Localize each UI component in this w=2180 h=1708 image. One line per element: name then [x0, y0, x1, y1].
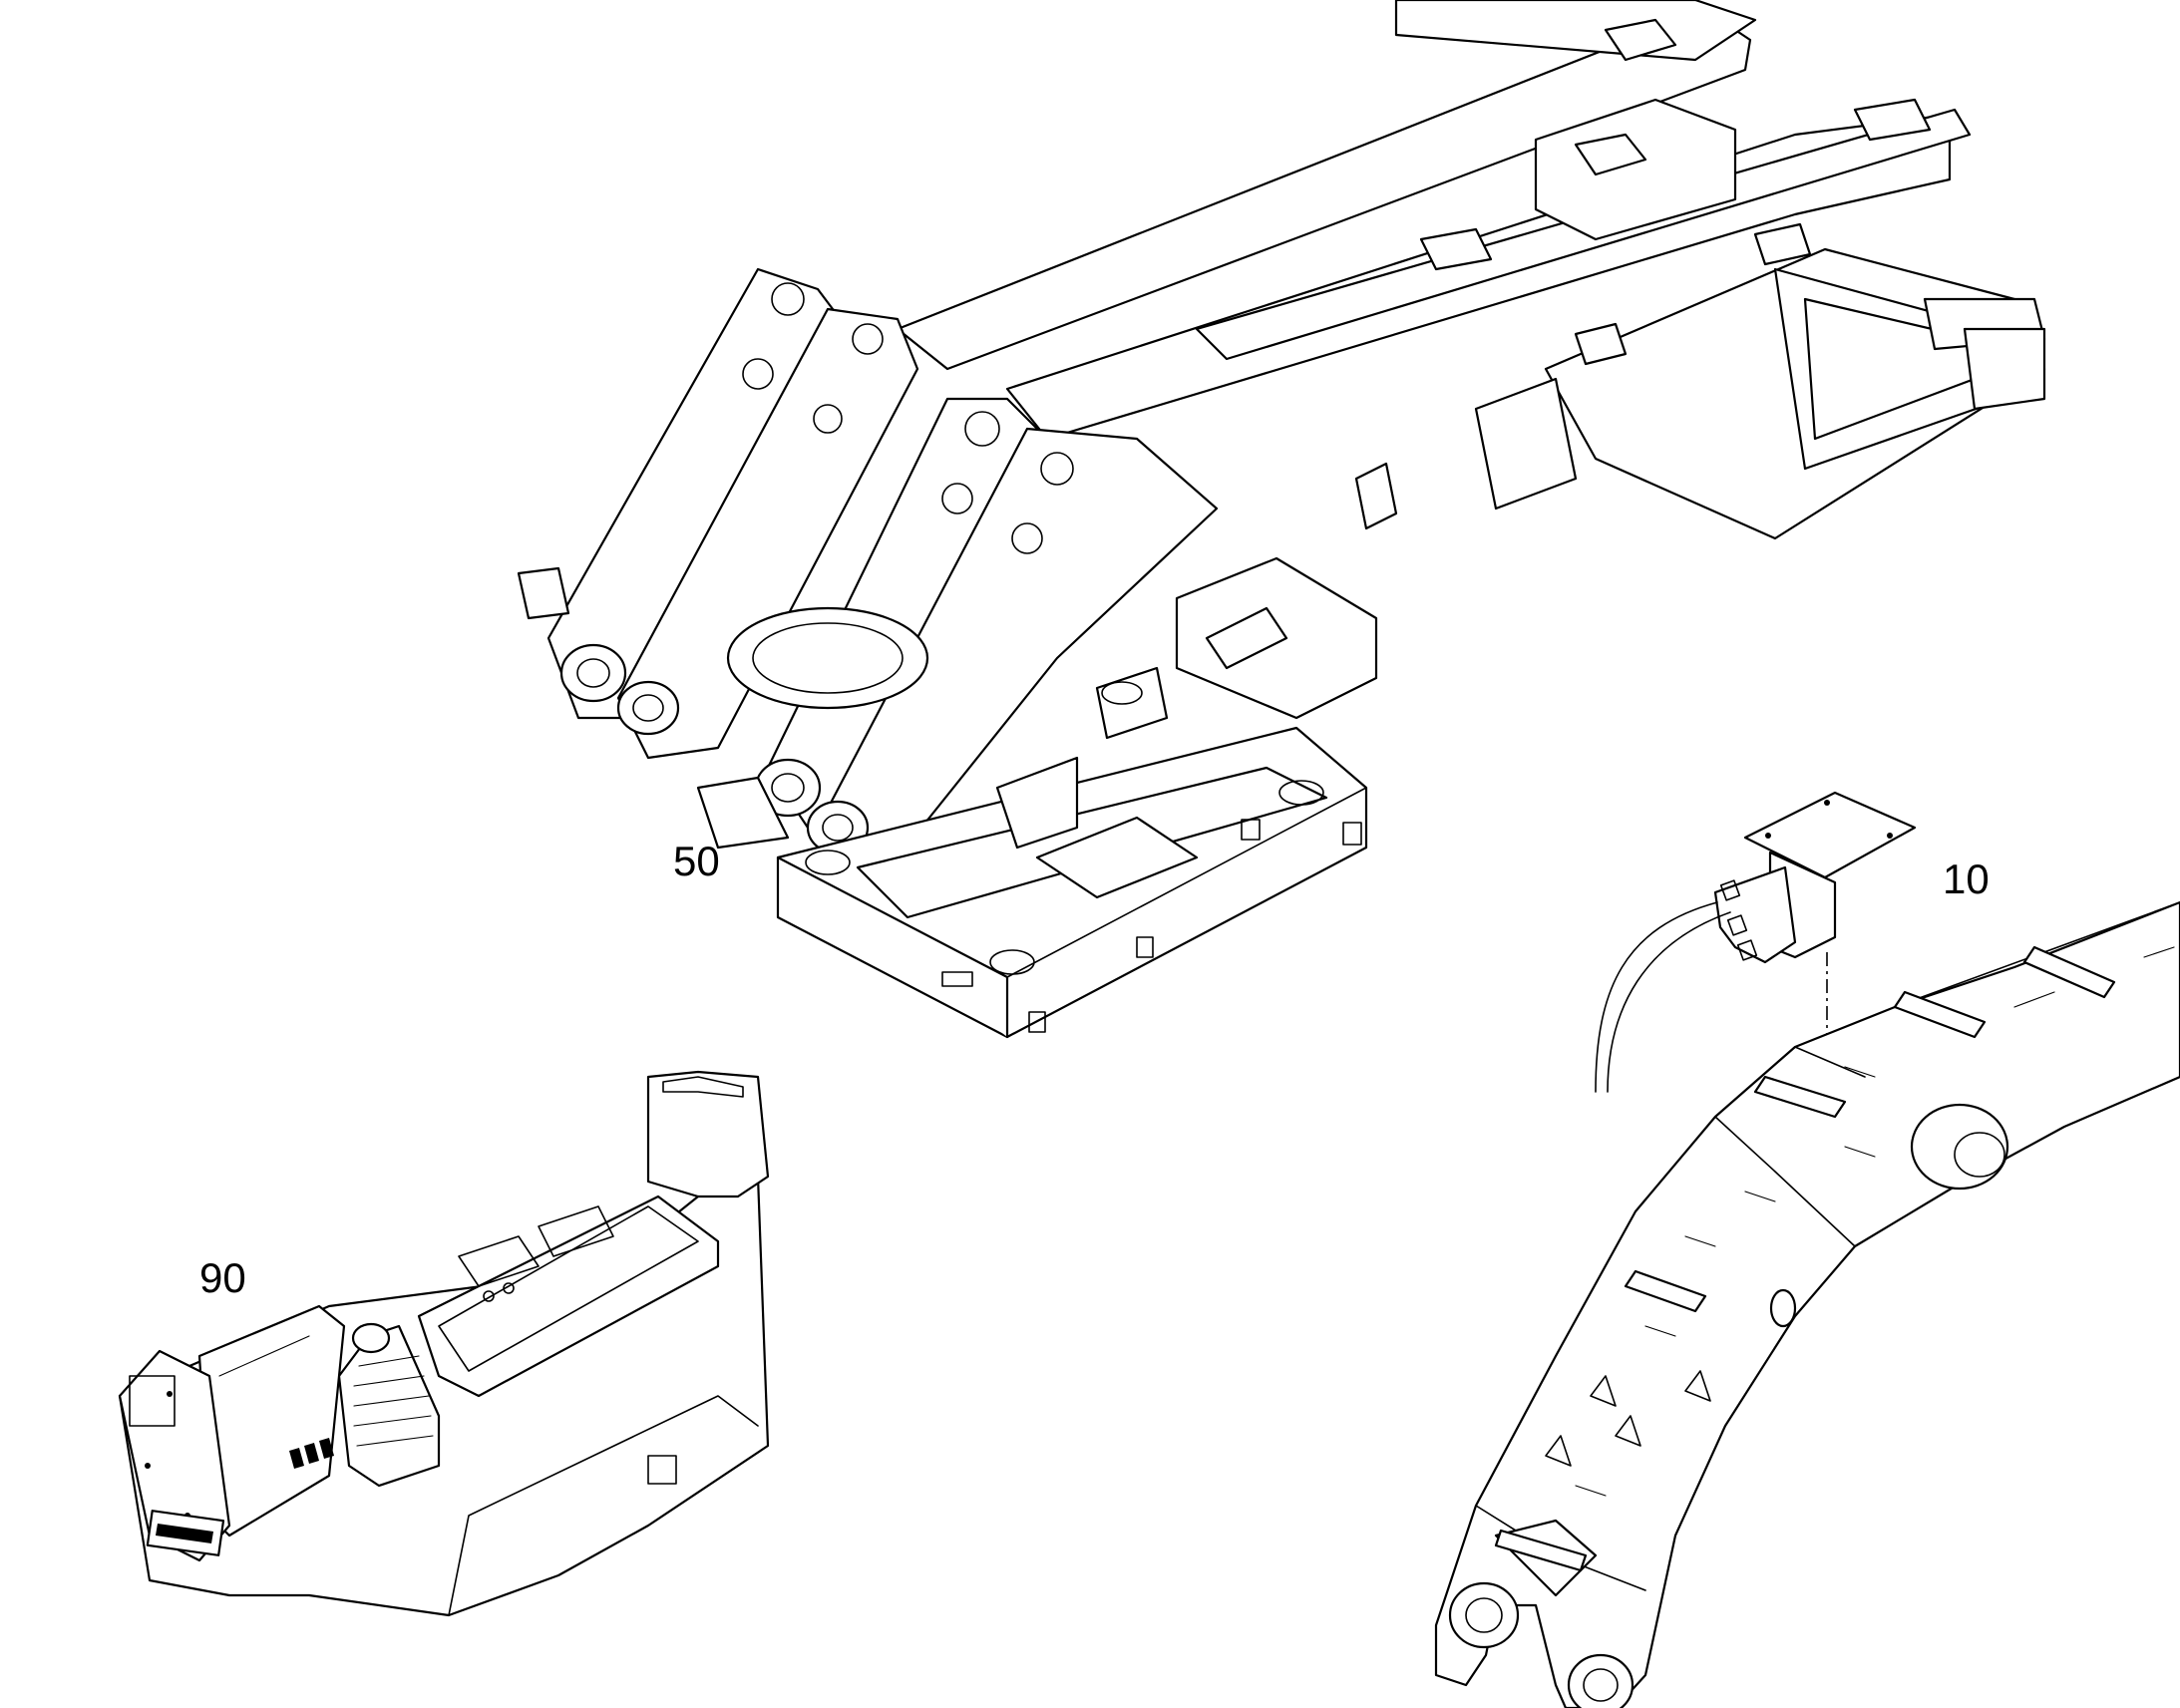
operator-console	[118, 1070, 770, 1617]
callout-valve-label: 10	[1943, 855, 1990, 902]
upper-frame-assembly	[517, 0, 2046, 1039]
boom	[1434, 900, 2180, 1708]
callout-console-label: 90	[199, 1254, 246, 1301]
valve-assembly	[1595, 791, 1917, 1107]
callout-frame-label: 50	[673, 838, 720, 884]
